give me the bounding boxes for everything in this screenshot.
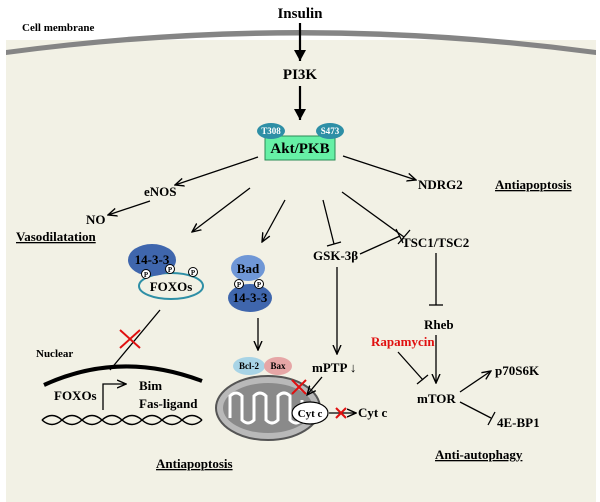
akt-to-enos-arrow	[175, 156, 259, 185]
transcription-arrow	[102, 384, 126, 410]
akt-label: Akt/PKB	[270, 141, 329, 157]
phospho-bad-2	[254, 279, 264, 289]
akt-to-bad-arrow	[262, 199, 286, 242]
phospho-foxo-3-label: P	[191, 269, 196, 277]
rheb-label: Rheb	[424, 317, 454, 332]
phospho-foxo-1	[141, 269, 151, 279]
t308-label: T308	[261, 126, 281, 136]
fasligand-label: Fas-ligand	[139, 396, 198, 411]
foxos-nuclear-label: FOXOs	[54, 388, 97, 403]
pi3k-label: PI3K	[283, 67, 318, 83]
akt-box	[264, 135, 336, 161]
bad-label: Bad	[237, 261, 260, 276]
bcl2-ellipse	[233, 357, 265, 375]
phospho-site-t308	[257, 123, 285, 139]
phospho-bad-2-label: P	[257, 281, 262, 289]
gsk3b-inhibits-tsc	[359, 235, 401, 255]
mtor-inhibits-4ebp1	[459, 401, 492, 419]
mptp-block-x-2	[291, 379, 307, 395]
phospho-bad-1	[234, 279, 244, 289]
c1433-bad-ellipse	[228, 284, 272, 312]
ebp1-label: 4E-BP1	[497, 415, 540, 430]
mtor-to-p70-arrow	[459, 371, 491, 393]
rapamycin-label: Rapamycin	[371, 334, 435, 349]
phospho-foxo-2	[165, 264, 175, 274]
insulin-label: Insulin	[277, 6, 323, 22]
cytc-block-x-2	[335, 407, 347, 419]
foxos-to-nucleus-line	[109, 309, 161, 371]
mtor-label: mTOR	[417, 391, 456, 406]
ndrg2-label: NDRG2	[418, 177, 463, 192]
cytc-inner-ellipse	[291, 401, 329, 425]
akt-inhibits-gsk3b	[322, 199, 335, 245]
no-label: NO	[86, 212, 106, 227]
c1433-foxo-ellipse	[128, 244, 176, 276]
antiapoptosis-right-label: Antiapoptosis	[495, 177, 572, 192]
antiapoptosis-bottom-label: Antiapoptosis	[156, 456, 233, 471]
gsk3b-inhibits-tsc-bar	[395, 228, 404, 244]
phospho-bad-1-label: P	[237, 281, 242, 289]
mptp-label: mPTP ↓	[312, 360, 356, 375]
gsk3b-label: GSK-3β	[313, 248, 358, 263]
cell-membrane-label: Cell membrane	[22, 22, 95, 34]
phospho-site-s473	[316, 123, 344, 139]
bcl2-label: Bcl-2	[239, 361, 259, 371]
nuclear-label: Nuclear	[36, 348, 73, 360]
rapamycin-inhibits-mtor	[397, 351, 424, 381]
bad-ellipse	[231, 255, 265, 281]
p70s6k-label: p70S6K	[495, 363, 540, 378]
vasodilatation-label: Vasodilatation	[16, 229, 96, 244]
mptp-to-mito-arrow	[307, 376, 323, 395]
phospho-foxo-2-label: P	[168, 266, 173, 274]
akt-inhibits-gsk3b-bar	[326, 241, 342, 247]
tsc-label: TSC1/TSC2	[402, 235, 469, 250]
anti-autophagy-label: Anti-autophagy	[435, 447, 523, 462]
dna-helix	[41, 414, 203, 426]
phospho-foxo-1-label: P	[144, 271, 149, 279]
c1433-foxo-label: 14-3-3	[135, 252, 170, 267]
akt-inhibits-tsc	[341, 191, 405, 238]
bax-ellipse	[264, 357, 292, 375]
mitochondrion-cristae	[228, 391, 304, 425]
foxos-block-x-2	[119, 329, 141, 349]
akt-to-foxos-arrow	[192, 187, 251, 232]
c1433-bad-label: 14-3-3	[233, 290, 268, 305]
rapamycin-inhibits-mtor-bar	[416, 374, 429, 385]
akt-to-ndrg2-arrow	[342, 155, 416, 180]
foxos-cyto-label: FOXOs	[150, 279, 193, 294]
cell-membrane	[6, 30, 596, 55]
cytc-inner-label: Cyt c	[298, 408, 323, 420]
akt-inhibits-tsc-bar	[397, 229, 411, 245]
enos-to-no-arrow	[108, 200, 151, 215]
s473-label: S473	[321, 126, 340, 136]
mtor-inhibits-4ebp1-bar	[487, 411, 496, 426]
phospho-foxo-3	[188, 267, 198, 277]
cytc-outer-label: Cyt c	[358, 405, 387, 420]
enos-label: eNOS	[144, 184, 177, 199]
bim-label: Bim	[139, 378, 162, 393]
nuclear-membrane	[43, 364, 203, 387]
bax-label: Bax	[270, 361, 286, 371]
